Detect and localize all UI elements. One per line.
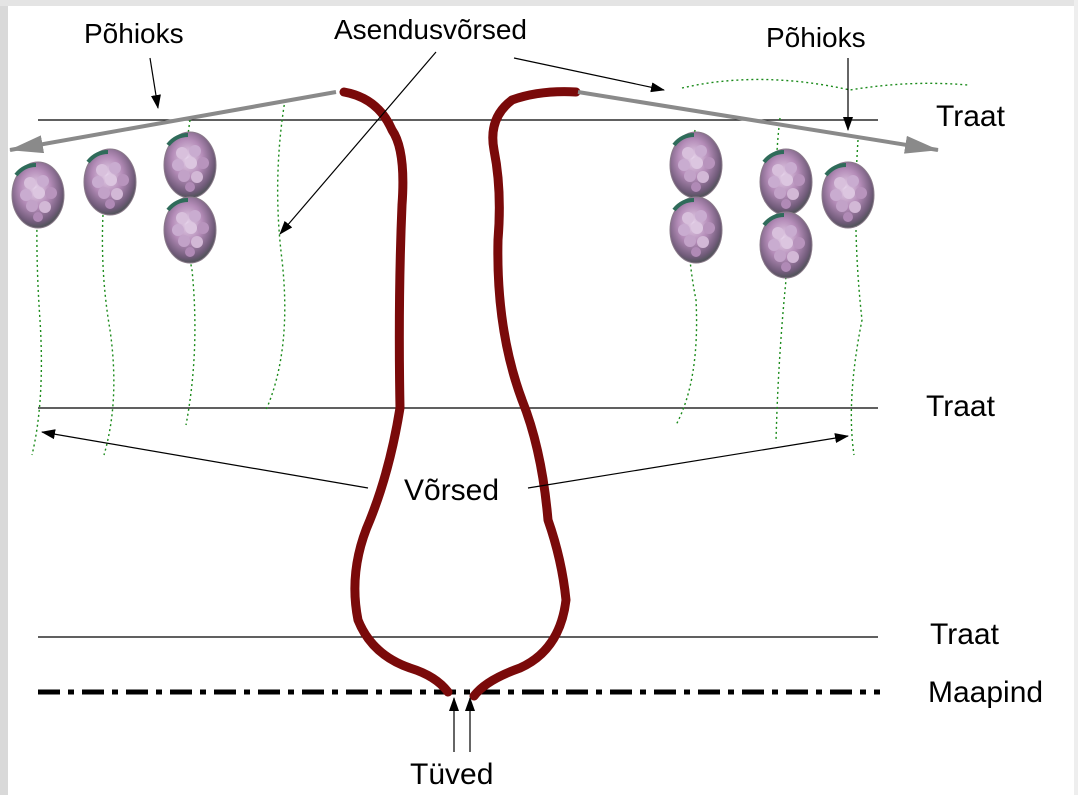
grape-cluster-icon xyxy=(162,195,218,265)
label-traat-bottom: Traat xyxy=(930,618,999,651)
main-cane-left xyxy=(9,90,337,154)
label-asendusvorsed: Asendusvõrsed xyxy=(334,14,528,45)
trunk-left xyxy=(339,87,453,697)
arrow-asendusvorsed-left xyxy=(279,51,437,235)
grape-cluster-icon xyxy=(820,160,876,230)
trunk-right xyxy=(469,87,581,701)
grape-cluster-icon xyxy=(82,147,138,217)
shoot-2 xyxy=(101,184,115,456)
shoot-5 xyxy=(681,78,969,91)
label-traat-middle: Traat xyxy=(926,390,995,423)
label-tuved: Tüved xyxy=(410,758,494,791)
left-frame-border xyxy=(0,0,8,795)
grape-cluster-icon xyxy=(758,147,814,217)
shoot-4 xyxy=(265,99,286,411)
arrow-vorsed-left xyxy=(41,429,369,489)
annotation-arrows xyxy=(41,51,853,752)
grape-clusters xyxy=(10,130,876,280)
label-maapind: Maapind xyxy=(928,676,1044,709)
label-pohioks-right: Põhioks xyxy=(766,22,866,53)
grape-cluster-icon xyxy=(162,130,218,200)
label-vorsed: Võrsed xyxy=(402,474,502,508)
shoot-3 xyxy=(183,119,196,426)
arrow-pohioks-left xyxy=(149,57,161,109)
grape-cluster-icon xyxy=(668,195,724,265)
arrow-asendusvorsed-right xyxy=(513,57,665,93)
main-cane-right xyxy=(577,90,939,154)
label-traat-top: Traat xyxy=(936,100,1005,133)
grape-cluster-icon xyxy=(668,130,724,200)
right-frame-border xyxy=(1074,0,1078,795)
label-pohioks-left: Põhioks xyxy=(84,18,184,49)
arrow-vorsed-right xyxy=(527,433,849,489)
top-frame-border xyxy=(0,0,1078,6)
grape-cluster-icon xyxy=(10,160,66,230)
grape-cluster-icon xyxy=(758,210,814,280)
